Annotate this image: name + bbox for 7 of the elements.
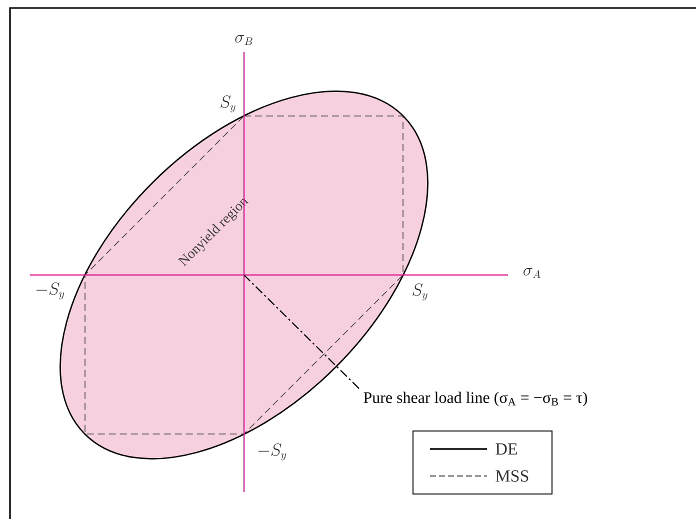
axis-label: $S_y$	[220, 95, 236, 112]
axis-label: $-S_y$	[258, 443, 286, 460]
axis-label: $\sigma_B$	[235, 34, 252, 46]
legend-box: DE MSS	[412, 430, 552, 494]
axis-label: $\sigma_A$	[524, 268, 540, 278]
axis-label: $S_y$	[412, 283, 428, 300]
load-line	[244, 274, 360, 389]
